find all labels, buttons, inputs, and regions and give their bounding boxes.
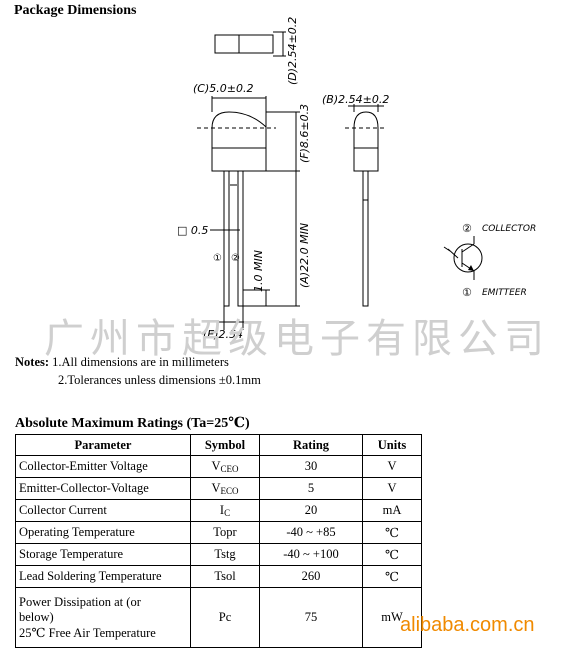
row-unit: ℃ [362,543,422,566]
row-unit: ℃ [362,565,422,588]
row-symbol: Tsol [190,565,260,588]
dim-d: (D)2.54±0.2 [286,17,299,85]
row-parameter: Operating Temperature [15,521,191,544]
row-symbol: Tstg [190,543,260,566]
package-drawing: (C)5.0±0.2 (B)2.54±0.2 □ 0.5 (E)2.54 ① ②… [177,17,536,341]
row-rating: -40 ~ +100 [259,543,363,566]
led-dome [211,111,267,149]
top-view-body [214,34,274,54]
table-row: Collector Current IC 20 mA [15,499,422,522]
row-parameter: Collector Current [15,499,191,522]
row-symbol: VCEO [190,455,260,478]
row-rating: 20 [259,499,363,522]
side-view-lead [362,170,369,307]
power-rating: 75 [259,587,363,648]
table-row: Lead Soldering Temperature Tsol 260 ℃ [15,565,422,588]
led-body [211,147,267,172]
row-rating: 5 [259,477,363,500]
pin-1-label: ① [213,253,222,264]
table-row: Emitter-Collector-Voltage VECO 5 V [15,477,422,500]
row-parameter: Lead Soldering Temperature [15,565,191,588]
lead-1 [223,170,230,307]
row-unit: V [362,477,422,500]
power-parameter: Power Dissipation at (or below) 25℃ Free… [15,587,191,648]
header-parameter: Parameter [15,434,191,456]
collector-label: COLLECTOR [482,224,536,234]
row-parameter: Storage Temperature [15,543,191,566]
emitter-label: EMITTEER [482,288,527,298]
dim-b: (B)2.54±0.2 [322,93,389,106]
header-units: Units [362,434,422,456]
dim-e: (E)2.54 [203,328,243,341]
dim-square: □ 0.5 [177,224,208,237]
note-1: 1.All dimensions are in millimeters [52,355,229,369]
dim-one-min: 1.0 MIN [252,250,265,292]
notes-label: Notes: [15,355,50,369]
note-2: 2.Tolerances unless dimensions ±0.1mm [58,373,261,387]
row-rating: 30 [259,455,363,478]
power-param-line-1: Power Dissipation at (or [19,594,141,609]
ratings-header-row: Parameter Symbol Rating Units [15,434,422,456]
ratings-title: Absolute Maximum Ratings (Ta=25℃) [15,416,250,431]
table-row: Operating Temperature Topr -40 ~ +85 ℃ [15,521,422,544]
row-parameter: Collector-Emitter Voltage [15,455,191,478]
ratings-table: Parameter Symbol Rating Units Collector-… [15,434,422,648]
header-symbol: Symbol [190,434,260,456]
table-row-power: Power Dissipation at (or below) 25℃ Free… [15,587,422,648]
emitter-num: ① [462,286,472,299]
header-rating: Rating [259,434,363,456]
row-unit: ℃ [362,521,422,544]
transistor-symbol [453,243,483,273]
table-row: Collector-Emitter Voltage VCEO 30 V [15,455,422,478]
side-view-dome [353,111,379,149]
dim-f: (F)8.6±0.3 [298,104,311,163]
lead-2 [237,170,244,307]
notes-line-1: Notes: 1.All dimensions are in millimete… [15,355,229,370]
brand-watermark: alibaba.com.cn [400,614,535,636]
power-symbol: Pc [190,587,260,648]
pin-2-label: ② [231,253,240,264]
row-symbol: VECO [190,477,260,500]
package-dimensions-title: Package Dimensions [14,3,137,18]
row-unit: mA [362,499,422,522]
row-symbol: IC [190,499,260,522]
collector-num: ② [462,222,472,235]
power-unit: mW [362,587,422,648]
side-view-body [353,147,379,172]
power-param-line-3: 25℃ Free Air Temperature [19,625,156,640]
row-symbol: Topr [190,521,260,544]
row-parameter: Emitter-Collector-Voltage [15,477,191,500]
row-rating: 260 [259,565,363,588]
row-unit: V [362,455,422,478]
company-watermark: 广州市超级电子有限公司 [44,316,550,362]
dim-a: (A)22.0 MIN [298,223,311,288]
row-rating: -40 ~ +85 [259,521,363,544]
dim-c: (C)5.0±0.2 [193,82,253,95]
power-param-line-2: below) [19,609,54,624]
table-row: Storage Temperature Tstg -40 ~ +100 ℃ [15,543,422,566]
